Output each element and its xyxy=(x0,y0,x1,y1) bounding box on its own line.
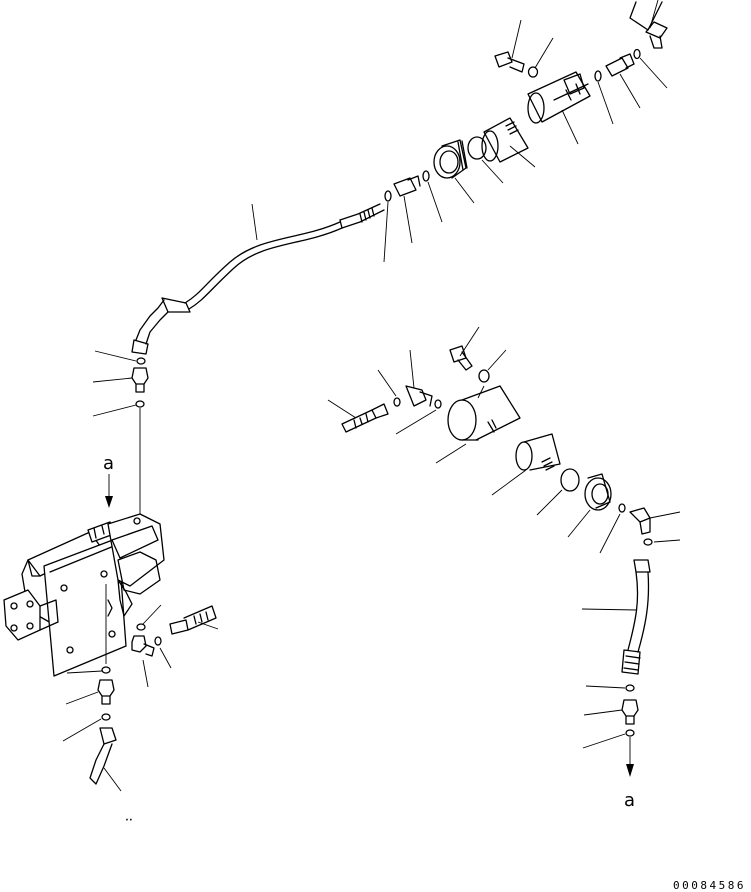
oring-pump-right xyxy=(136,604,162,631)
oring-right-bottom-1 xyxy=(585,684,635,692)
oring-bottom-left-2 xyxy=(62,713,111,742)
marker-label-top: a xyxy=(103,453,114,474)
oring-bottom-left-1 xyxy=(66,666,111,674)
oring-top-right-2 xyxy=(633,48,668,89)
hose-top xyxy=(131,203,385,355)
svg-text:. .: . . xyxy=(126,815,132,822)
filter-case-mid xyxy=(567,473,612,538)
nipple-bottom-left xyxy=(65,679,115,705)
elbow-pipe-top xyxy=(629,0,668,49)
elbow-pump-outlet xyxy=(131,635,155,688)
left-fittings xyxy=(92,350,149,518)
oring-mid-right-2 xyxy=(643,538,681,546)
connector-mid-top xyxy=(393,175,421,244)
bolt-mid xyxy=(449,326,480,371)
oring-mid-top xyxy=(422,170,443,223)
washer-top xyxy=(527,37,554,78)
oring-pump-outlet-2 xyxy=(154,636,172,669)
oring-large-mid xyxy=(536,468,580,516)
washer-mid xyxy=(478,349,507,383)
oring-left-2 xyxy=(92,400,145,417)
oring-mid-right xyxy=(599,503,626,554)
nipple-top-right xyxy=(605,53,641,109)
filter-head-top xyxy=(527,71,591,145)
hose-fitting-mid-left xyxy=(327,399,389,433)
right-hose-assembly: a xyxy=(581,559,651,811)
hose-fitting-mid xyxy=(169,605,219,635)
filter-element-top xyxy=(481,117,536,168)
oring-small-top-left xyxy=(383,190,392,263)
small-oring-near-head xyxy=(377,369,401,407)
pump-motor-assembly xyxy=(3,513,165,677)
connection-marker-top: a xyxy=(103,453,114,508)
oring-large-top xyxy=(467,136,504,184)
filter-case-top xyxy=(433,139,475,204)
filter-element-mid xyxy=(491,433,561,496)
hose-right xyxy=(581,559,651,675)
oring-top-right xyxy=(594,70,614,125)
oring-right-bottom-2 xyxy=(582,729,635,749)
figure-code: 00084586 xyxy=(673,879,746,892)
filter-head-mid xyxy=(435,385,521,464)
hose-bottom-left xyxy=(89,727,122,792)
oring-near-head-2 xyxy=(395,399,442,435)
nipple-left xyxy=(92,367,149,393)
elbow-near-head xyxy=(405,349,433,407)
top-right-assembly xyxy=(383,0,668,263)
oring-left-1 xyxy=(94,350,146,365)
elbow-mid-right xyxy=(629,507,681,535)
nipple-right-bottom xyxy=(583,699,639,725)
marker-label-bottom: a xyxy=(624,790,635,811)
right-middle-assembly xyxy=(327,326,681,554)
bolt-top xyxy=(494,19,525,73)
pump-outlet-fittings: . . xyxy=(62,604,219,822)
